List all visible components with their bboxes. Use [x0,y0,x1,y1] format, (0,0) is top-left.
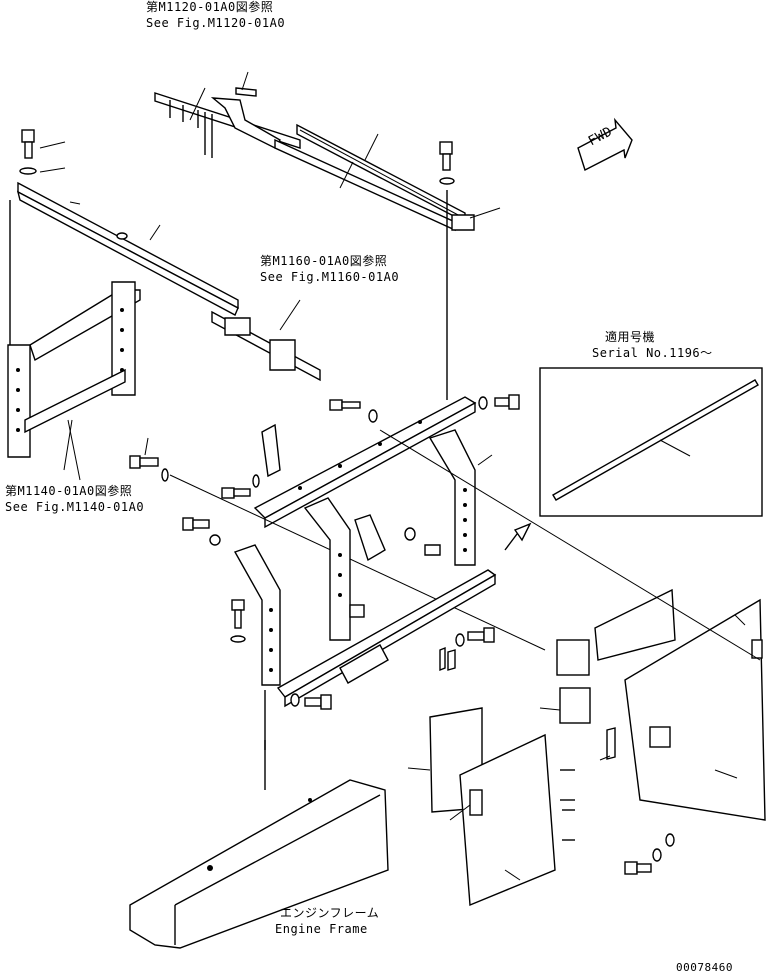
serial-en: Serial No.1196～ [592,346,713,360]
serial-jp: 適用号機 [605,330,656,344]
ref-m1120-jp: 第M1120-01A0図参照 [146,0,274,14]
ref-m1140-en: See Fig.M1140-01A0 [5,500,145,514]
bolt-rail-left [329,399,378,423]
ref-m1160-jp: 第M1160-01A0図参照 [260,254,388,268]
top-long-bar [274,123,466,232]
serial-inset-box [539,367,763,517]
panel-upper-back [594,588,676,661]
mid-bracket [211,310,321,382]
left-frame [7,200,141,458]
bracket-center [221,423,281,499]
fwd-arrow [577,117,633,172]
small-bracket-right [606,727,616,760]
top-small-pad [235,87,257,97]
side-panel-large [624,598,766,821]
bolt-lower-right [439,627,495,672]
bolt-mid-left [129,455,546,651]
bolt-top-left [19,129,66,175]
center-bracket-small [354,514,441,562]
bolt-panel [624,833,675,875]
bolt-front-left [230,599,246,643]
insulation-pad-2 [559,687,591,724]
right-pillar [428,429,476,566]
bolt-rail-right [478,394,520,410]
front-left-pillar [233,544,281,686]
bolt-left-column [182,517,221,546]
seal-strips [560,769,575,841]
left-upper-beam [16,181,239,316]
top-left-bracket [154,92,301,158]
engine-frame [129,690,389,949]
door-panel [459,733,556,907]
ref-m1120-en: See Fig.M1120-01A0 [146,16,286,30]
insulation-pad-1 [556,639,590,676]
ref-m1160-en: See Fig.M1160-01A0 [260,270,400,284]
top-right-pad [451,214,475,231]
drawing-number: 00078460 [676,961,733,974]
bolt-top-right [439,141,455,400]
bolt-lower [290,693,332,710]
center-pillar [303,497,351,641]
engine-frame-en: Engine Frame [275,922,368,936]
lower-rail [276,522,532,708]
engine-frame-jp: エンジンフレーム [280,906,380,920]
ref-m1140-jp: 第M1140-01A0図参照 [5,484,133,498]
center-upper-rail [253,396,477,529]
